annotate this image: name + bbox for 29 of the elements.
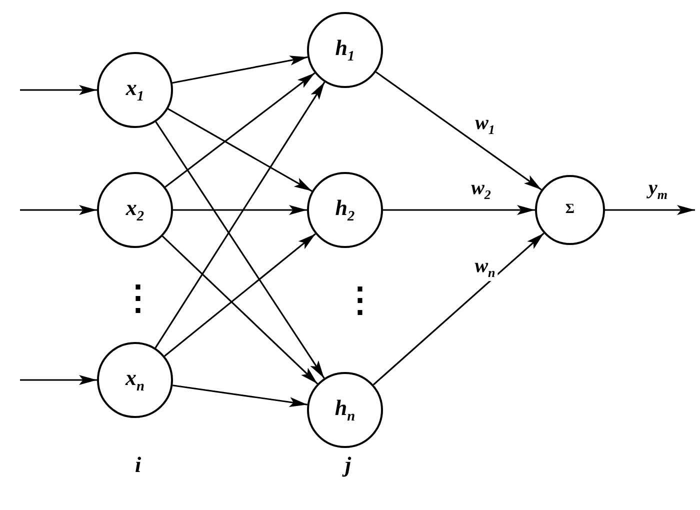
arrow [168,108,312,192]
arrow [383,205,535,215]
node-label: h$_{2}$ [335,194,355,226]
arrow [172,384,308,408]
arrow [172,56,308,84]
neuron-circle [307,372,383,448]
node-label: h$_{n}$ [334,394,356,426]
arrow [20,85,97,95]
node-label: x$_{2}$ [126,194,144,226]
arrow [372,232,544,386]
arrow [173,205,307,215]
ellipsis-dots: ⋮ [343,282,377,320]
node-label: h$_{1}$ [335,34,355,66]
arrow [20,375,97,385]
layer-index-label: i [134,452,142,478]
arrow [155,121,325,379]
arrow [164,72,316,188]
node-label: x$_{n}$ [126,364,144,396]
arrow [162,236,318,384]
arrow [154,82,326,348]
node-label: x$_{1}$ [126,74,144,106]
arrow [376,71,542,190]
layer-index-label: j [344,452,352,478]
ellipsis-dots: ⋮ [121,280,155,318]
arrow [20,205,97,215]
arrow [164,233,316,357]
node-label: Σ [565,202,575,218]
neuron-circle [307,12,383,88]
arrow [605,205,695,215]
